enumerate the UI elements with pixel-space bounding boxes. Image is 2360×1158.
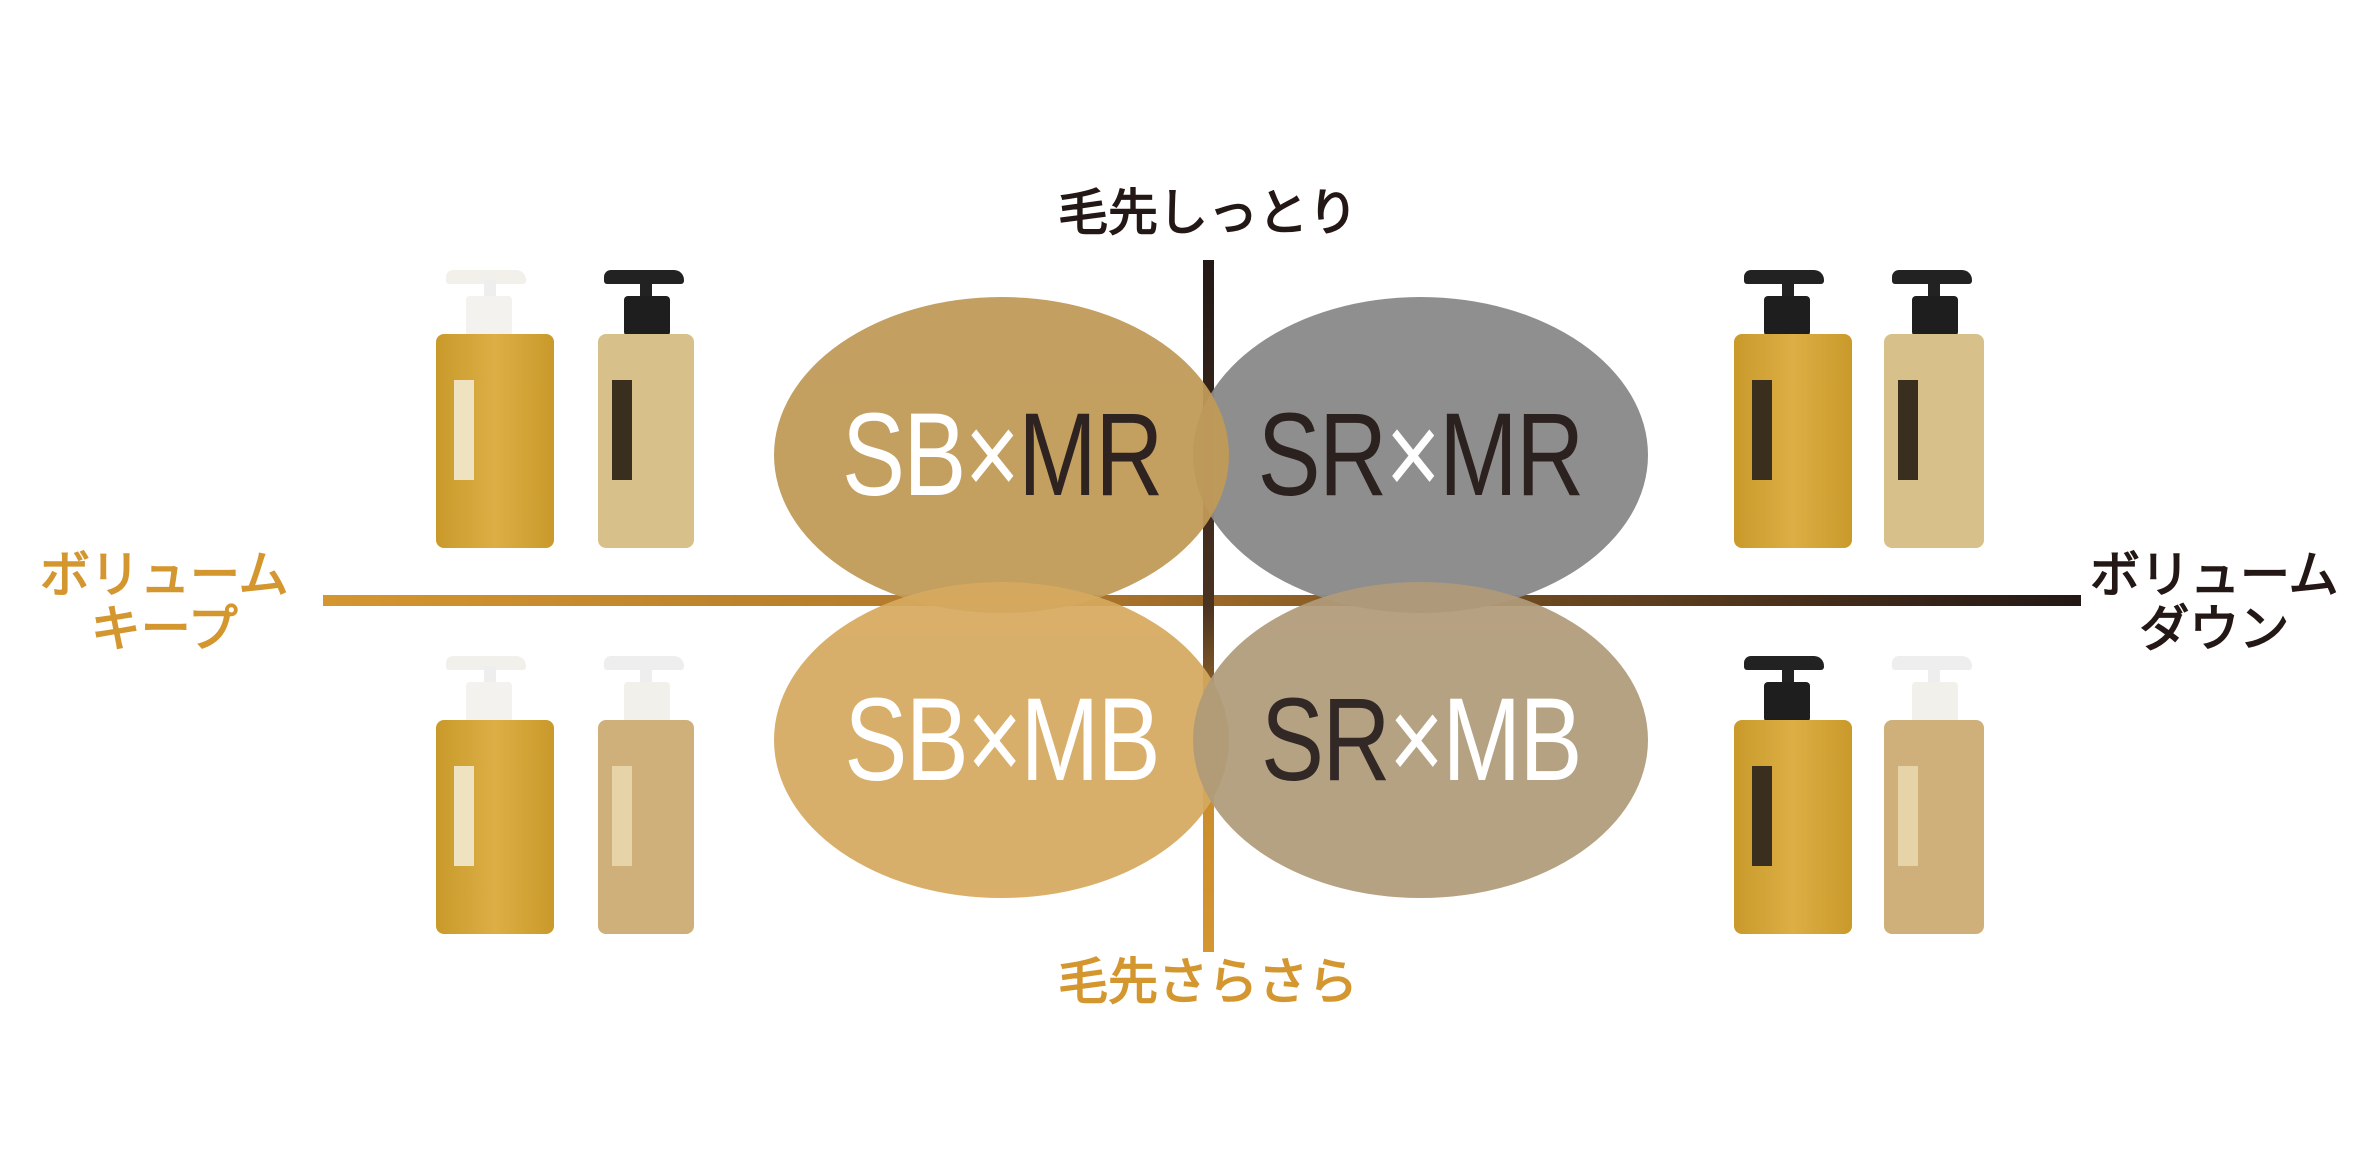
- quadrant-sb-mr-times: ×: [964, 389, 1019, 521]
- quadrant-sr-mr: SR×MR: [1193, 297, 1648, 613]
- products-bottom-right: [1734, 654, 1994, 934]
- shampoo-bottle-black-pump: [1734, 656, 1852, 934]
- quadrant-sr-mb-treatment: MB: [1442, 674, 1582, 806]
- quadrant-sr-mr-times: ×: [1385, 389, 1441, 521]
- quadrant-sb-mb-times: ×: [966, 674, 1022, 806]
- products-bottom-left: [436, 654, 696, 934]
- quadrant-sr-mb-times: ×: [1388, 674, 1444, 806]
- quadrant-sb-mb-shampoo: SB: [844, 674, 968, 806]
- quadrant-sr-mb-shampoo: SR: [1260, 674, 1391, 806]
- quadrant-sb-mb: SB×MB: [774, 582, 1229, 898]
- axis-label-top: 毛先しっとり: [1058, 184, 1358, 242]
- treatment-bottle-white-pump: [598, 656, 694, 934]
- treatment-bottle-white-pump: [1884, 656, 1984, 934]
- axis-label-right-line2: ダウン: [2139, 600, 2290, 658]
- quadrant-sb-mr-treatment: MR: [1017, 389, 1163, 521]
- quadrant-sr-mr-shampoo: SR: [1257, 389, 1388, 521]
- quadrant-sr-mb: SR×MB: [1193, 582, 1648, 898]
- products-top-right: [1734, 268, 1994, 548]
- axis-label-bottom: 毛先さらさら: [1058, 953, 1358, 1011]
- treatment-bottle-black-pump: [1884, 270, 1984, 548]
- quadrant-sb-mr-shampoo: SB: [841, 389, 966, 521]
- axis-label-right: ボリューム ダウン: [2090, 548, 2339, 656]
- products-top-left: [436, 268, 696, 548]
- vertical-axis-moisture: [1203, 260, 1214, 952]
- axis-label-left: ボリューム キープ: [40, 548, 289, 656]
- axis-label-left-line2: キープ: [90, 600, 238, 658]
- quadrant-sr-mr-treatment: MR: [1439, 389, 1584, 521]
- quadrant-sb-mr: SB×MR: [774, 297, 1229, 613]
- treatment-bottle-black-pump: [598, 270, 694, 548]
- horizontal-axis-volume: [323, 595, 2081, 606]
- shampoo-bottle-white-pump: [436, 270, 554, 548]
- shampoo-bottle-white-pump: [436, 656, 554, 934]
- axis-label-right-line1: ボリューム: [2090, 546, 2339, 604]
- quadrant-sb-mb-treatment: MB: [1020, 674, 1160, 806]
- shampoo-bottle-black-pump: [1734, 270, 1852, 548]
- axis-label-left-line1: ボリューム: [40, 546, 289, 604]
